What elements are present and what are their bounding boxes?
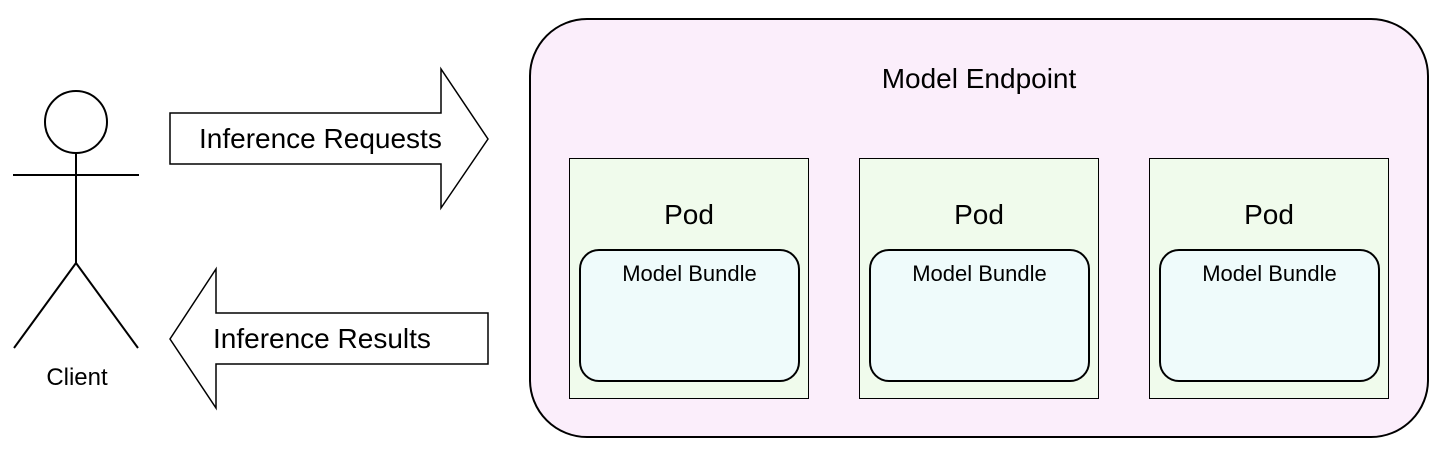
model-bundle-label: Model Bundle xyxy=(912,261,1047,286)
model-bundle-label: Model Bundle xyxy=(1202,261,1337,286)
pod-box: Pod Model Bundle xyxy=(569,158,809,399)
inference-results-label: Inference Results xyxy=(213,323,431,354)
pod-title: Pod xyxy=(954,199,1004,230)
model-bundle-box: Model Bundle xyxy=(869,249,1090,382)
inference-requests-arrow xyxy=(169,66,489,211)
pod-title: Pod xyxy=(1244,199,1294,230)
client-label: Client xyxy=(46,364,108,391)
pod-title: Pod xyxy=(664,199,714,230)
inference-results-arrow xyxy=(169,266,489,411)
model-bundle-box: Model Bundle xyxy=(579,249,800,382)
pod-box: Pod Model Bundle xyxy=(1149,158,1389,399)
model-endpoint-title: Model Endpoint xyxy=(881,63,1077,94)
model-bundle-box: Model Bundle xyxy=(1159,249,1380,382)
stick-figure-icon xyxy=(13,90,139,349)
model-bundle-label: Model Bundle xyxy=(622,261,757,286)
pod-box: Pod Model Bundle xyxy=(859,158,1099,399)
inference-requests-label: Inference Requests xyxy=(199,123,442,154)
